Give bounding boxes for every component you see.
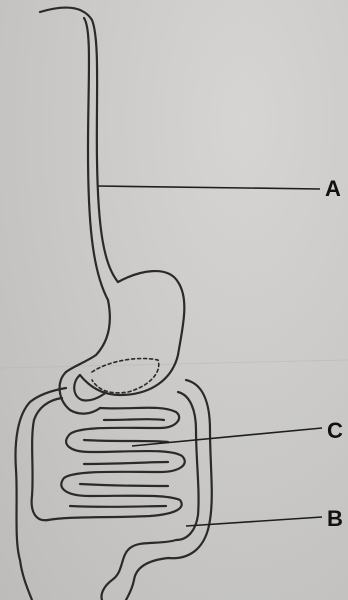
label-a: A (325, 178, 341, 200)
small-intestine-inner (70, 419, 168, 507)
pancreas (92, 359, 159, 393)
leader-line-a (98, 186, 320, 189)
label-c: C (327, 420, 343, 442)
digestive-tract-outline (16, 8, 212, 600)
leader-line-c (132, 428, 322, 446)
stomach (66, 271, 184, 395)
large-intestine (16, 380, 212, 600)
leader-lines (98, 186, 322, 526)
oesophagus (40, 8, 118, 300)
label-b: B (327, 508, 343, 530)
leader-line-b (186, 517, 322, 526)
